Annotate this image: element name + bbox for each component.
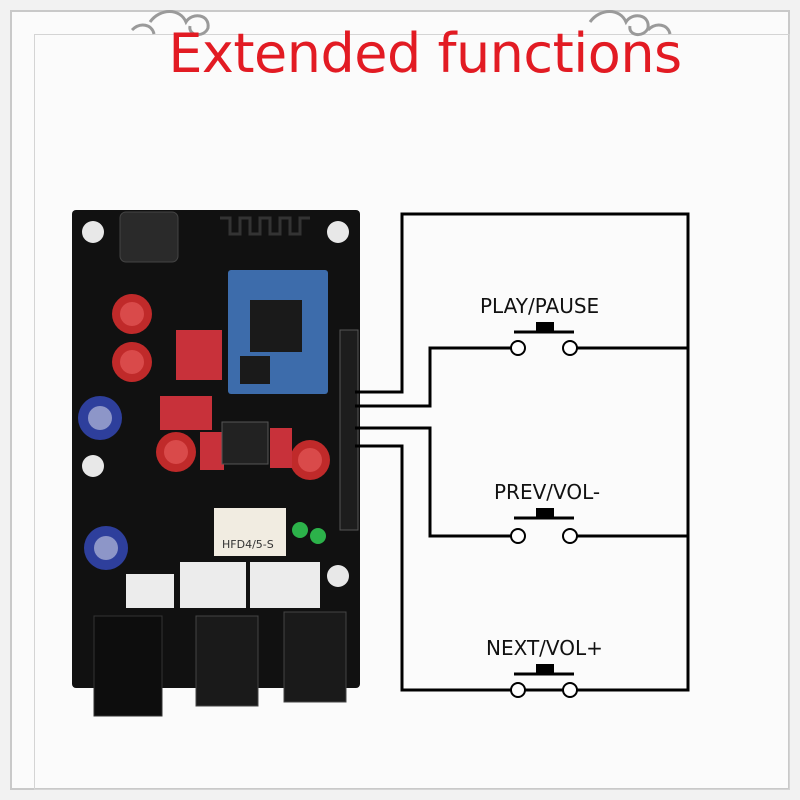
jst-connectors [126,562,320,608]
relay-label: HFD4/5-S [222,538,274,551]
decorative-frame-inner [34,34,790,790]
led-green [292,522,308,538]
cloud-ornament-right [588,10,672,36]
audio-jack [283,611,347,703]
pin-header [339,329,359,531]
push-button-next-vol [510,664,578,698]
button-label-play-pause: PLAY/PAUSE [480,294,600,318]
wiring [355,212,690,692]
button-label-next-vol: NEXT/VOL+ [486,636,603,660]
audio-jack [195,615,259,707]
film-capacitors [160,330,292,470]
mount-hole [327,565,349,587]
page-title: Extended functions [168,22,682,85]
push-button-play-pause [510,322,578,356]
button-label-prev-vol: PREV/VOL- [494,480,601,504]
mount-hole [82,221,104,243]
bluetooth-chip-small [240,356,270,384]
relay [214,508,286,556]
dc-jack [93,615,163,717]
usb-c-port [119,211,179,263]
mount-hole [82,455,104,477]
capacitor-red [112,294,330,480]
bluetooth-chip [250,300,302,352]
capacitor-blue [78,396,128,570]
led-green [310,528,326,544]
push-button-prev-vol [510,508,578,544]
bluetooth-audio-board: HFD4/5-S [72,210,360,717]
cloud-ornament-left [130,10,210,36]
mount-hole [327,221,349,243]
antenna-trace [220,216,310,236]
amplifier-ic [221,421,269,465]
